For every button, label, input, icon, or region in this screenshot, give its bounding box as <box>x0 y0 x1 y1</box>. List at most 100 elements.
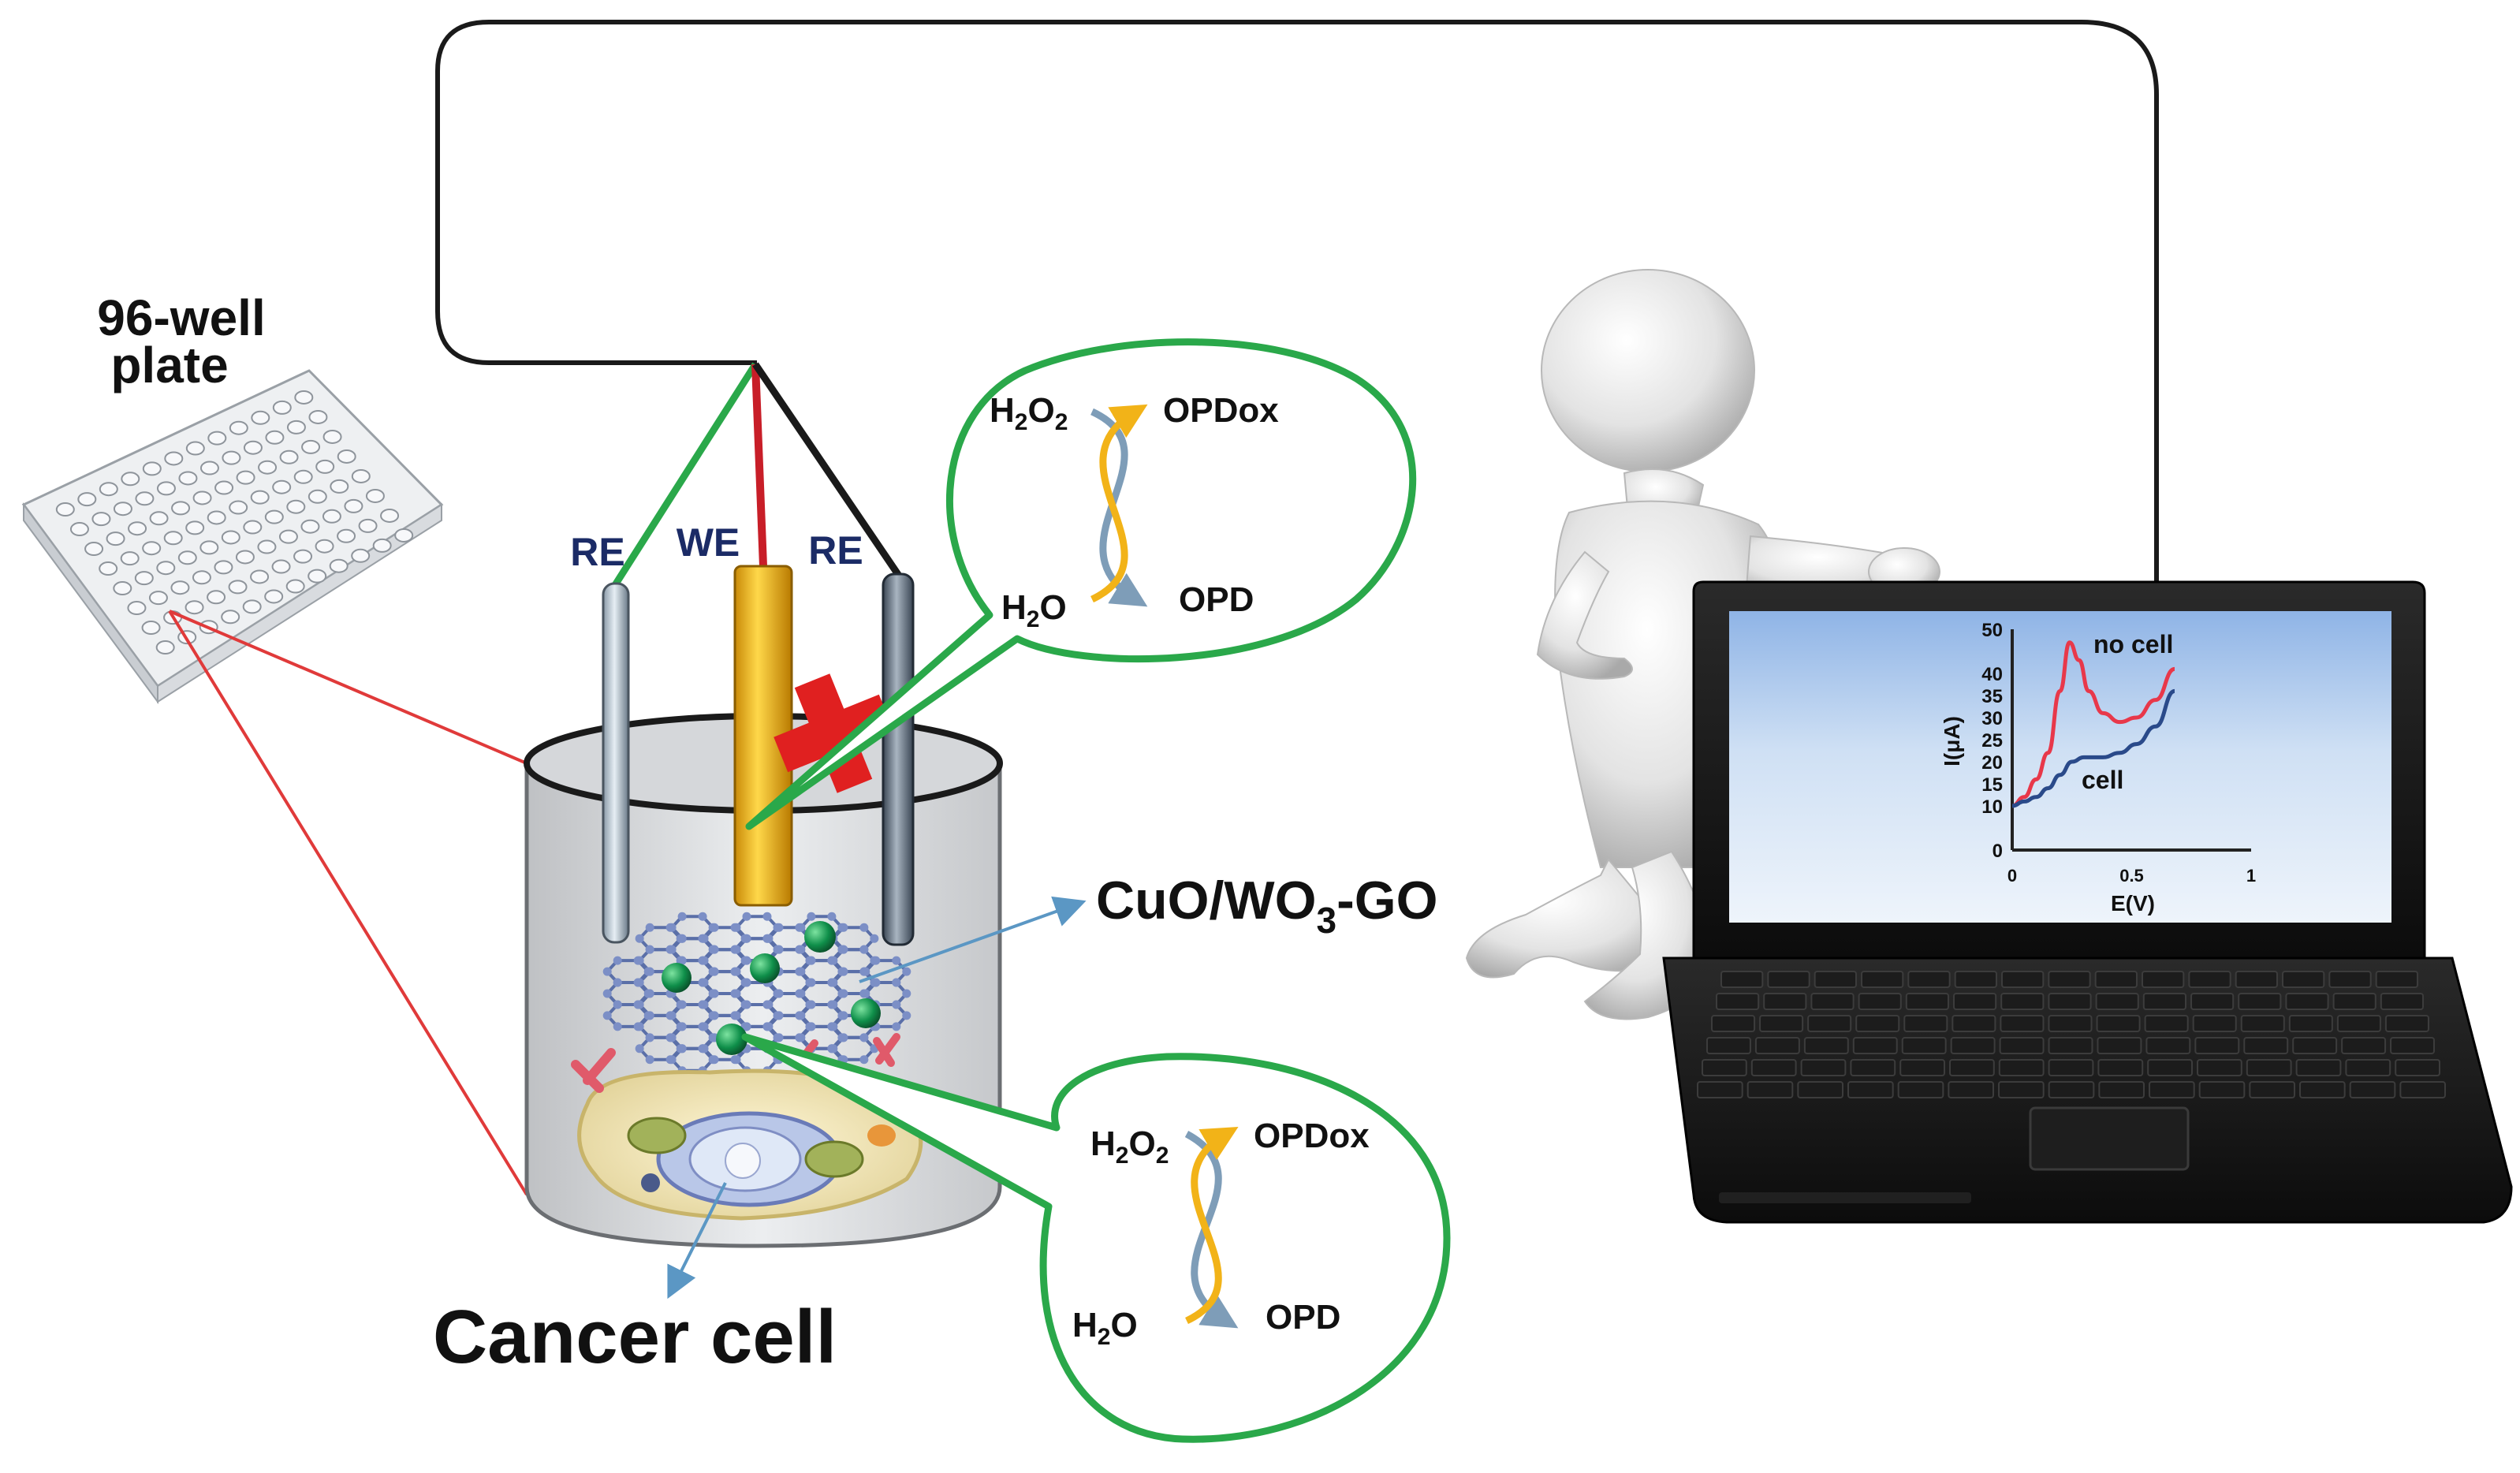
keyboard-key <box>1905 993 1950 1010</box>
carbon-atom <box>774 989 784 998</box>
keyboard-key <box>1754 1037 1800 1054</box>
carbon-atom <box>796 1011 806 1020</box>
well <box>171 501 191 516</box>
carbon-atom <box>635 1022 644 1031</box>
keyboard-key <box>1767 971 1810 988</box>
y-tick-label: 30 <box>1981 708 2003 729</box>
keyboard-key <box>1814 971 1858 988</box>
well <box>207 510 226 525</box>
series-label-cell: cell <box>2082 766 2123 794</box>
carbon-atom <box>839 967 848 976</box>
well <box>170 580 190 595</box>
well <box>251 410 270 425</box>
keyboard-key <box>1852 1037 1898 1054</box>
carbon-atom <box>699 978 709 987</box>
carbon-atom <box>635 1044 644 1053</box>
keyboard-key <box>1907 971 1951 988</box>
keyboard-key <box>2285 993 2329 1010</box>
carbon-atom <box>762 912 772 921</box>
keyboard-key <box>2149 1081 2195 1098</box>
carbon-atom <box>613 1022 622 1031</box>
zoom-line-top <box>169 610 527 765</box>
keyboard-key <box>2192 1015 2237 1032</box>
keyboard-key <box>2390 1037 2435 1054</box>
well <box>214 560 233 575</box>
well <box>315 539 334 554</box>
keyboard-key <box>1697 1081 1743 1098</box>
well <box>91 512 111 527</box>
opdox-label-bottom: OPDox <box>1254 1117 1370 1155</box>
material-label-suffix: -GO <box>1336 871 1437 930</box>
keyboard-key <box>2001 971 2045 988</box>
carbon-atom <box>645 967 654 976</box>
well <box>214 480 234 495</box>
carbon-atom <box>667 1011 677 1020</box>
keyboard-key <box>2188 971 2231 988</box>
well <box>365 488 385 503</box>
carbon-atom <box>742 1000 751 1009</box>
carbon-atom <box>677 1022 687 1031</box>
well <box>271 559 291 574</box>
keyboard-key <box>2142 971 2185 988</box>
well <box>243 520 263 535</box>
well <box>199 461 219 475</box>
carbon-atom <box>602 989 612 998</box>
well <box>330 479 349 494</box>
keyboard-key <box>2096 1015 2141 1032</box>
nanoparticle <box>750 953 780 983</box>
keyboard-key <box>2341 1037 2387 1054</box>
x-tick-label: 1 <box>2246 866 2256 886</box>
carbon-atom <box>667 1033 677 1042</box>
carbon-atom <box>635 1000 644 1009</box>
well <box>285 579 305 594</box>
carbon-atom <box>807 1022 816 1031</box>
well <box>149 511 169 526</box>
carbon-atom <box>839 923 848 932</box>
keyboard-key <box>1899 1059 1945 1076</box>
carbon-atom <box>829 1022 838 1031</box>
well <box>279 449 299 464</box>
trackpad <box>2029 1106 2190 1171</box>
keyboard-key <box>2235 971 2279 988</box>
keyboard-key <box>2048 971 2091 988</box>
well <box>380 508 400 523</box>
well <box>69 522 89 537</box>
carbon-atom <box>732 1011 741 1020</box>
keyboard-key <box>2000 1015 2045 1032</box>
keyboard-key <box>2095 993 2139 1010</box>
keyboard-key <box>2197 1059 2242 1076</box>
well <box>308 489 327 504</box>
keyboard-key <box>2198 1081 2246 1098</box>
keyboard-key <box>1998 1059 2045 1076</box>
opdox-label-top: OPDox <box>1163 391 1279 430</box>
well <box>264 589 284 604</box>
carbon-atom <box>796 989 806 998</box>
well <box>55 502 75 517</box>
material-label-subscript: 3 <box>1317 900 1337 941</box>
keyboard-key <box>1800 1059 1847 1076</box>
cancer-cell-graphic <box>571 1033 923 1221</box>
well <box>185 600 204 615</box>
callout-bottom <box>741 1033 1451 1443</box>
carbon-atom <box>698 912 707 921</box>
keyboard-key <box>2238 993 2282 1010</box>
keyboard-key <box>2380 993 2425 1010</box>
opd-label-bottom: OPD <box>1266 1298 1340 1337</box>
carbon-atom <box>796 945 806 954</box>
well <box>293 549 313 564</box>
h2o-label-top: H2O <box>1001 588 1067 632</box>
well <box>294 390 314 405</box>
carbon-atom <box>871 978 881 987</box>
keyboard-key <box>1803 1037 1849 1054</box>
red-cross-icon <box>774 673 893 793</box>
carbon-atom <box>859 923 869 932</box>
carbon-atom <box>829 1044 838 1053</box>
carbon-atom <box>774 1033 784 1042</box>
well <box>358 518 378 533</box>
y-tick-label: 10 <box>1981 796 2003 818</box>
keyboard-key <box>1954 971 1998 988</box>
keyboard-key <box>2097 1037 2142 1054</box>
carbon-atom <box>742 934 751 943</box>
keyboard-key <box>2098 1081 2145 1098</box>
well <box>192 570 211 585</box>
